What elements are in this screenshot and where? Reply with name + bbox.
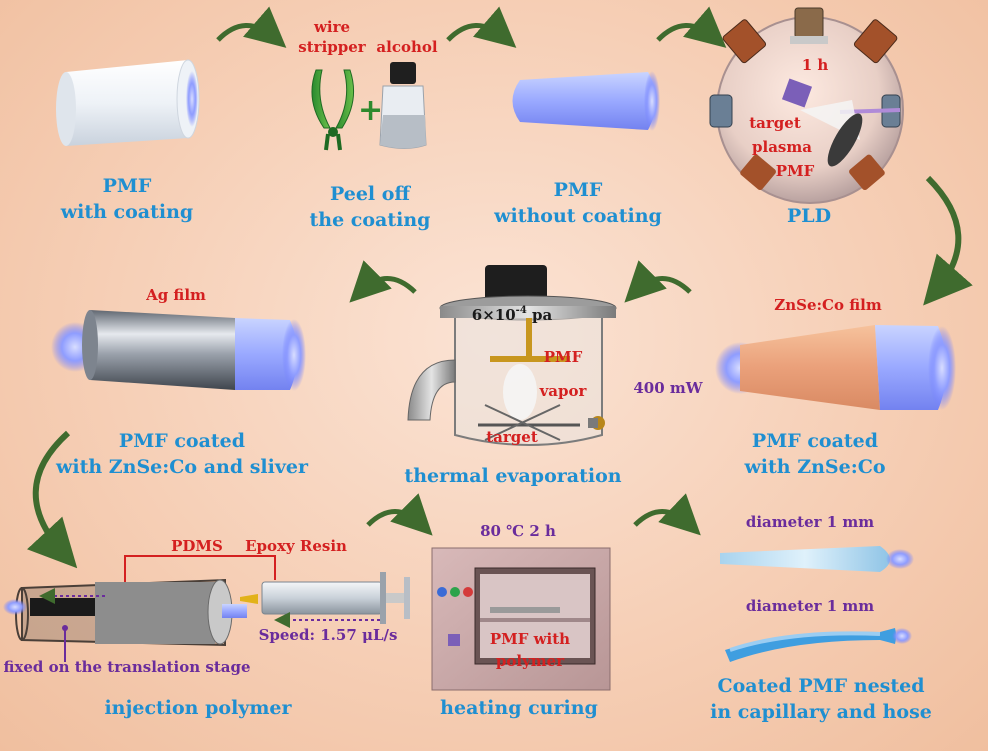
- caption-step10-line1: Coated PMF nested: [717, 675, 924, 697]
- caption-step8: injection polymer: [104, 697, 292, 719]
- plus-sign: +: [358, 93, 383, 128]
- arrow-4-5: [923, 175, 973, 306]
- caption-step10-line2: in capillary and hose: [710, 701, 932, 723]
- diagram-labels: wire stripper alcohol 1 h target plasma …: [3, 18, 931, 723]
- arrow-3-4: [656, 6, 727, 48]
- speed-label: Speed: 1.57 μL/s: [259, 626, 398, 644]
- oven-inner-label-2: polymer: [496, 652, 565, 670]
- arrow-5-6: [624, 260, 692, 303]
- caption-step4: PLD: [787, 205, 831, 227]
- alcohol-bottle-icon: [379, 62, 427, 149]
- evap-vapor-label: vapor: [539, 382, 588, 400]
- arrow-6-7: [349, 260, 417, 303]
- wire-stripper-label-2: stripper: [298, 38, 366, 56]
- caption-step3-line1: PMF: [554, 179, 603, 201]
- alcohol-label: alcohol: [376, 38, 437, 56]
- laser-power-label: 400 mW: [633, 379, 703, 397]
- wire-stripper-icon: [311, 69, 355, 151]
- pld-chamber-illustration: [709, 7, 904, 204]
- arrow-9-10: [633, 493, 701, 536]
- pld-pmf-label: PMF: [776, 162, 815, 180]
- caption-step7-line2: with ZnSe:Co and sliver: [55, 456, 309, 478]
- nested-fibers-illustration: [720, 546, 914, 662]
- caption-step1-line2: with coating: [60, 201, 193, 223]
- caption-step2-line2: the coating: [310, 209, 431, 231]
- pld-target-label: target: [749, 114, 801, 132]
- pld-time-label: 1 h: [802, 56, 829, 74]
- fixed-stage-label: fixed on the translation stage: [3, 658, 250, 676]
- diameter-bottom-label: diameter 1 mm: [746, 597, 874, 615]
- arrow-1-2: [216, 6, 287, 48]
- evap-target-label: target: [486, 428, 538, 446]
- znse-film-label: ZnSe:Co film: [774, 296, 882, 314]
- epoxy-label: Epoxy Resin: [245, 537, 347, 555]
- oven-inner-label-1: PMF with: [490, 630, 570, 648]
- caption-step7-line1: PMF coated: [119, 430, 245, 452]
- caption-step9: heating curing: [440, 697, 598, 719]
- thermal-evaporation-chamber-illustration: [407, 265, 617, 446]
- znse-co-coated-fiber-illustration: [715, 325, 956, 410]
- arrow-2-3: [446, 6, 517, 48]
- flow-arrows: [27, 6, 973, 569]
- wire-stripper-label-1: wire: [313, 18, 350, 36]
- pdms-label: PDMS: [171, 537, 223, 555]
- pld-plasma-label: plasma: [752, 138, 812, 156]
- ag-coated-fiber-illustration: [51, 310, 306, 391]
- arrow-8-9: [366, 493, 433, 536]
- caption-step5-line1: PMF coated: [752, 430, 878, 452]
- diameter-top-label: diameter 1 mm: [746, 513, 874, 531]
- caption-step6: thermal evaporation: [404, 465, 621, 487]
- caption-step3-line2: without coating: [493, 205, 662, 227]
- injection-polymer-illustration: [3, 555, 410, 662]
- pmf-without-coating-illustration: [512, 71, 660, 131]
- caption-step2-line1: Peel off: [330, 183, 411, 205]
- arrow-7-8: [27, 430, 78, 569]
- pressure-label: 6×10-4 pa: [472, 305, 553, 324]
- curing-condition-label: 80 ℃ 2 h: [480, 522, 556, 540]
- evap-pmf-label: PMF: [544, 348, 583, 366]
- caption-step5-line2: with ZnSe:Co: [743, 456, 885, 478]
- curing-oven-illustration: [431, 547, 611, 691]
- caption-step1-line1: PMF: [103, 175, 152, 197]
- ag-film-label: Ag film: [145, 286, 206, 304]
- pmf-with-coating-illustration: [56, 59, 200, 146]
